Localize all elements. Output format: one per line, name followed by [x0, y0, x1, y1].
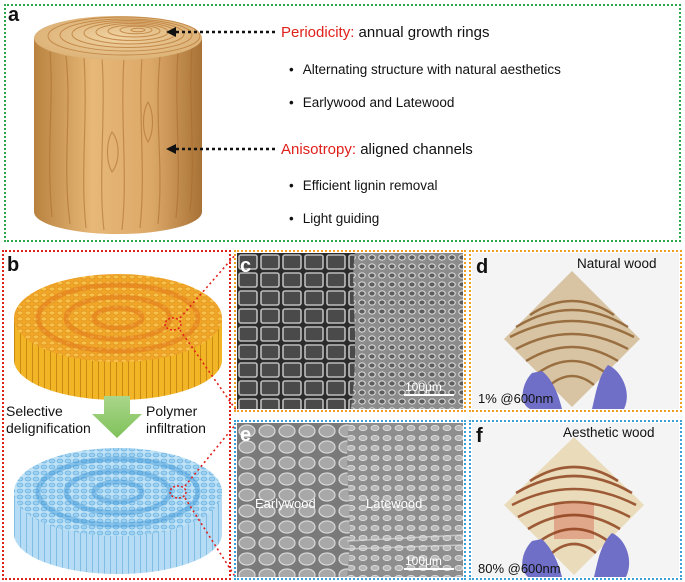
bullet-alternating: Alternating structure with natural aesth… — [289, 62, 561, 77]
periodicity-label: Periodicity: — [281, 24, 355, 41]
photo-aesthetic-wood — [472, 423, 679, 577]
transparent-wood-disc-illustration — [14, 448, 222, 574]
panel-c-frame — [234, 250, 466, 412]
panel-a-letter: a — [8, 4, 20, 26]
periodicity-heading: Periodicity: annual growth rings — [281, 24, 489, 41]
polymer-label: Polymer — [146, 403, 198, 419]
wood-log-illustration — [34, 16, 202, 234]
panel-d-frame — [469, 250, 682, 412]
panel-e-frame — [234, 420, 466, 580]
bullet-earlywood-latewood: Earlywood and Latewood — [289, 95, 455, 110]
periodicity-text: annual growth rings — [354, 24, 490, 41]
arrow-periodicity — [166, 27, 276, 37]
zoom-circle-top — [164, 317, 182, 331]
delignification-label: delignification — [6, 420, 91, 436]
scale-label-e: 100μm — [405, 554, 442, 568]
panel-f-frame — [469, 420, 682, 580]
natural-wood-title: Natural wood — [577, 256, 657, 271]
panel-b-frame — [2, 250, 231, 580]
panel-a-frame — [4, 4, 681, 242]
panel-c-letter: c — [240, 255, 252, 277]
photo-natural-wood — [472, 253, 679, 409]
arrow-anisotropy — [166, 144, 276, 154]
down-arrow — [92, 396, 142, 438]
latewood-label: Latewood — [366, 496, 423, 511]
earlywood-label: Earlywood — [255, 496, 316, 511]
transmittance-aesthetic: 80% @600nm — [478, 561, 561, 576]
panel-d-letter: d — [476, 256, 489, 278]
anisotropy-text: aligned channels — [356, 141, 473, 158]
scale-bar-c — [404, 394, 454, 396]
panel-f-letter: f — [476, 425, 483, 447]
panel-e-letter: e — [240, 424, 252, 446]
sem-image-natural — [237, 253, 463, 409]
scale-bar-e — [404, 568, 454, 570]
bullet-light-guiding: Light guiding — [289, 211, 380, 226]
panel-b-letter: b — [7, 254, 20, 276]
scale-label-c: 100μm — [405, 380, 442, 394]
infiltration-label: infiltration — [146, 420, 206, 436]
sem-image-aesthetic — [237, 423, 463, 577]
anisotropy-label: Anisotropy: — [281, 141, 357, 158]
anisotropy-heading: Anisotropy: aligned channels — [281, 141, 473, 158]
transmittance-natural: 1% @600nm — [478, 391, 554, 406]
zoom-circle-bottom — [169, 485, 187, 499]
natural-wood-disc-illustration — [14, 274, 222, 400]
aesthetic-wood-title: Aesthetic wood — [563, 425, 655, 440]
bullet-lignin-removal: Efficient lignin removal — [289, 178, 438, 193]
selective-label: Selective — [6, 403, 63, 419]
